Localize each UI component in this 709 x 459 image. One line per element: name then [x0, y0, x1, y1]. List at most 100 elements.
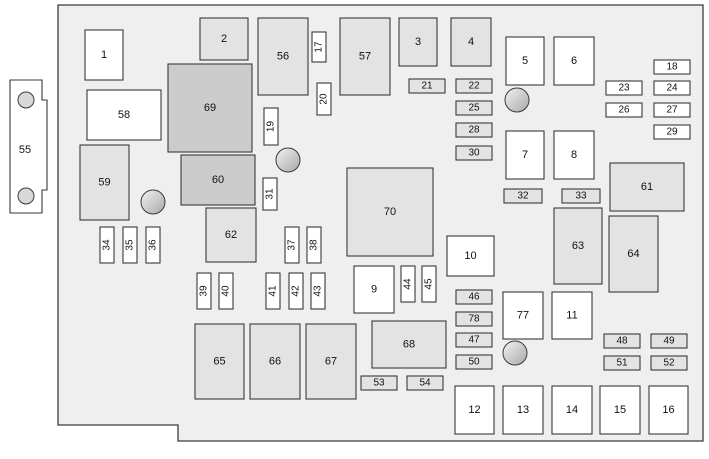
- mini-fuse-49[interactable]: 49: [650, 333, 688, 349]
- relay-67[interactable]: 67: [305, 323, 357, 400]
- mini-fuse-18[interactable]: 18: [653, 59, 691, 75]
- mini-fuse-34[interactable]: 34: [99, 226, 115, 264]
- mini-fuse-23[interactable]: 23: [605, 80, 643, 96]
- mini-fuse-46[interactable]: 46: [455, 289, 493, 305]
- relay-2[interactable]: 2: [199, 17, 249, 61]
- large-relay-56[interactable]: 56: [257, 17, 309, 96]
- component-body: [218, 272, 234, 310]
- large-relay-68[interactable]: 68: [371, 320, 447, 369]
- relay-5[interactable]: 5: [505, 36, 545, 86]
- component-body: [505, 36, 545, 86]
- component-label: 34: [102, 239, 113, 251]
- mini-fuse-22[interactable]: 22: [455, 78, 493, 94]
- mini-fuse-53[interactable]: 53: [360, 375, 398, 391]
- mini-fuse-36[interactable]: 36: [145, 226, 161, 264]
- mini-fuse-51[interactable]: 51: [603, 355, 641, 371]
- component-body: [194, 323, 245, 400]
- relay-14[interactable]: 14: [551, 385, 593, 435]
- component-body: [455, 78, 493, 94]
- relay-9[interactable]: 9: [353, 265, 395, 314]
- component-label: 32: [517, 191, 529, 202]
- large-relay-60[interactable]: 60: [180, 154, 256, 206]
- relay-58[interactable]: 58: [86, 89, 162, 141]
- large-relay-69[interactable]: 69: [167, 63, 253, 153]
- component-label: 60: [212, 174, 224, 186]
- mini-fuse-39[interactable]: 39: [196, 272, 212, 310]
- component-label: 10: [464, 250, 476, 262]
- mini-fuse-40[interactable]: 40: [218, 272, 234, 310]
- mini-fuse-21[interactable]: 21: [408, 78, 446, 94]
- component-label: 2: [221, 33, 227, 45]
- mini-fuse-27[interactable]: 27: [653, 102, 691, 118]
- mini-fuse-44[interactable]: 44: [400, 265, 416, 303]
- relay-16[interactable]: 16: [648, 385, 689, 435]
- component-label: 59: [98, 177, 110, 189]
- fuse-terminal-hole: [17, 91, 35, 109]
- component-label: 9: [371, 284, 377, 296]
- component-body: [99, 226, 115, 264]
- mini-fuse-20[interactable]: 20: [316, 82, 332, 116]
- relay-1[interactable]: 1: [84, 29, 124, 81]
- mini-fuse-41[interactable]: 41: [265, 272, 281, 310]
- mini-fuse-25[interactable]: 25: [455, 100, 493, 116]
- mini-fuse-47[interactable]: 47: [455, 332, 493, 348]
- maxi-fuse-55[interactable]: 55: [9, 79, 48, 214]
- mini-fuse-35[interactable]: 35: [122, 226, 138, 264]
- component-label: 52: [663, 358, 675, 369]
- relay-4[interactable]: 4: [450, 17, 492, 67]
- mini-fuse-52[interactable]: 52: [650, 355, 688, 371]
- component-label: 23: [618, 83, 630, 94]
- component-label: 39: [199, 285, 210, 297]
- relay-3[interactable]: 3: [398, 17, 438, 67]
- mini-fuse-48[interactable]: 48: [603, 333, 641, 349]
- component-body: [653, 102, 691, 118]
- mini-fuse-19[interactable]: 19: [263, 107, 279, 146]
- component-body: [503, 188, 543, 204]
- component-body: [84, 29, 124, 81]
- relay-77[interactable]: 77: [502, 291, 544, 340]
- large-relay-63[interactable]: 63: [553, 207, 603, 285]
- mini-fuse-45[interactable]: 45: [421, 265, 437, 303]
- component-label: 5: [522, 55, 528, 67]
- relay-8[interactable]: 8: [553, 130, 595, 180]
- mini-fuse-24[interactable]: 24: [653, 80, 691, 96]
- mini-fuse-29[interactable]: 29: [653, 124, 691, 140]
- component-body: [455, 145, 493, 161]
- relay-10[interactable]: 10: [446, 235, 495, 277]
- relay-6[interactable]: 6: [553, 36, 595, 86]
- mini-fuse-33[interactable]: 33: [561, 188, 601, 204]
- mini-fuse-17[interactable]: 17: [311, 31, 327, 63]
- mini-fuse-26[interactable]: 26: [605, 102, 643, 118]
- relay-15[interactable]: 15: [599, 385, 641, 435]
- mini-fuse-28[interactable]: 28: [455, 122, 493, 138]
- large-relay-57[interactable]: 57: [339, 17, 391, 96]
- relay-65[interactable]: 65: [194, 323, 245, 400]
- mini-fuse-50[interactable]: 50: [455, 354, 493, 370]
- large-relay-70[interactable]: 70: [346, 167, 434, 257]
- component-body: [653, 59, 691, 75]
- relay-11[interactable]: 11: [551, 291, 593, 340]
- component-label: 29: [666, 127, 678, 138]
- mini-fuse-78[interactable]: 78: [455, 311, 493, 327]
- relay-64[interactable]: 64: [608, 215, 659, 293]
- mini-fuse-37[interactable]: 37: [284, 226, 300, 264]
- large-relay-62[interactable]: 62: [205, 207, 257, 263]
- relay-59[interactable]: 59: [79, 144, 130, 221]
- mini-fuse-42[interactable]: 42: [288, 272, 304, 310]
- component-body: [288, 272, 304, 310]
- large-relay-61[interactable]: 61: [609, 162, 685, 212]
- mini-fuse-32[interactable]: 32: [503, 188, 543, 204]
- mini-fuse-38[interactable]: 38: [306, 226, 322, 264]
- relay-13[interactable]: 13: [502, 385, 544, 435]
- mini-fuse-30[interactable]: 30: [455, 145, 493, 161]
- mini-fuse-31[interactable]: 31: [262, 177, 278, 211]
- mini-fuse-43[interactable]: 43: [310, 272, 326, 310]
- relay-7[interactable]: 7: [505, 130, 545, 180]
- mini-fuse-54[interactable]: 54: [406, 375, 444, 391]
- relay-12[interactable]: 12: [454, 385, 495, 435]
- component-label: 58: [118, 109, 130, 121]
- component-label: 54: [419, 378, 431, 389]
- mounting-knob: [140, 189, 166, 215]
- relay-66[interactable]: 66: [249, 323, 301, 400]
